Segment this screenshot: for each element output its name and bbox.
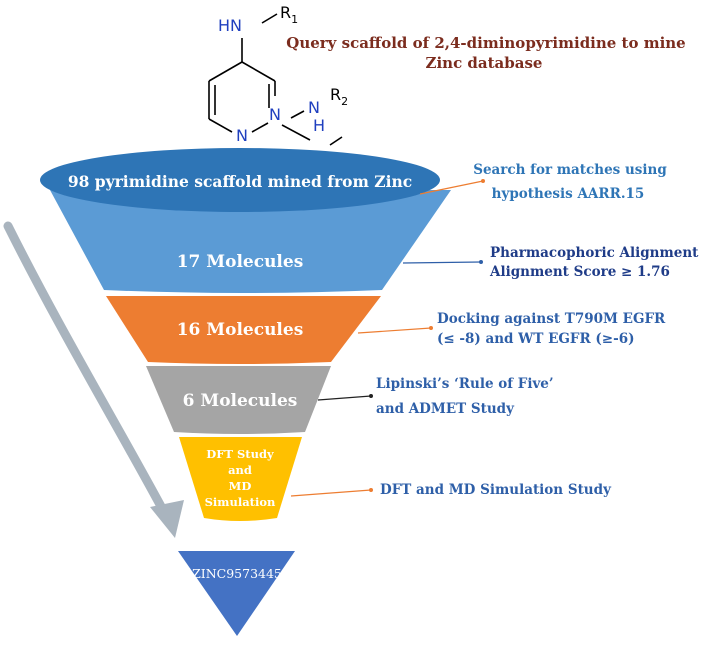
annotation-lipinski-line-1: Lipinski’s ‘Rule of Five’ xyxy=(376,376,554,392)
structure-bonds xyxy=(208,13,343,146)
stage-label-dft-line-1: DFT Study xyxy=(206,447,274,461)
funnel-stage-6-molecules xyxy=(146,366,331,434)
query-title: Query scaffold of 2,4-diminopyrimidine t… xyxy=(286,34,685,72)
r2-label: R2 xyxy=(330,85,348,108)
stage-label-98-scaffolds: 98 pyrimidine scaffold mined from Zinc xyxy=(68,172,412,191)
connector-dot-dft xyxy=(369,488,373,492)
funnel-stage-16-molecules xyxy=(106,296,381,364)
connector-dot-docking xyxy=(429,326,433,330)
connector-dot-lipinski xyxy=(369,394,373,398)
connector-dft xyxy=(290,489,372,497)
r1-letter: R xyxy=(280,3,291,22)
r1-index: 1 xyxy=(291,13,298,26)
result-label: ZINC9573445 xyxy=(192,566,282,581)
r1-label: R1 xyxy=(280,3,298,26)
query-title-line-1: Query scaffold of 2,4-diminopyrimidine t… xyxy=(286,34,685,52)
funnel: 98 pyrimidine scaffold mined from Zinc 1… xyxy=(40,148,451,636)
stage-label-6-molecules: 6 Molecules xyxy=(183,391,298,411)
stage-label-16-molecules: 16 Molecules xyxy=(177,320,304,340)
r2-index: 2 xyxy=(341,95,348,108)
annotation-docking-line-2: (≤ -8) and WT EGFR (≥-6) xyxy=(437,331,635,347)
connector-dot-search xyxy=(481,179,485,183)
stage-label-dft-line-3: MD xyxy=(229,479,252,493)
annotation-search-line-1: Search for matches using xyxy=(473,162,667,178)
amine-bottom-n-label: N xyxy=(308,98,320,117)
annotation-dft-line-1: DFT and MD Simulation Study xyxy=(380,482,612,498)
pyrimidine-structure: HN R1 N N N H R2 xyxy=(208,3,348,146)
annotation-lipinski-line-2: and ADMET Study xyxy=(376,401,515,417)
flow-arrow xyxy=(3,221,184,538)
annotation-search-line-2: hypothesis AARR.15 xyxy=(492,186,645,202)
connector-docking xyxy=(357,327,432,334)
query-title-line-2: Zinc database xyxy=(426,54,543,72)
connector-pharmacophore xyxy=(402,261,482,264)
funnel-stage-17-molecules xyxy=(50,190,451,293)
annotations: Search for matches using hypothesis AARR… xyxy=(376,162,699,498)
connector-dot-pharmacophore xyxy=(479,260,483,264)
connector-lipinski xyxy=(317,395,372,401)
r2-letter: R xyxy=(330,85,341,104)
funnel-stage-dft-md xyxy=(179,437,302,521)
connectors xyxy=(290,179,485,497)
flow-arrowhead xyxy=(150,500,184,538)
annotation-pharmacophore-line-1: Pharmacophoric Alignment xyxy=(490,245,699,261)
connector-search xyxy=(419,180,484,195)
ring-n2-label: N xyxy=(236,126,248,145)
annotation-pharmacophore-line-2: Alignment Score ≥ 1.76 xyxy=(489,264,670,280)
funnel-top-ellipse xyxy=(40,148,440,212)
amine-top-label: HN xyxy=(218,16,242,35)
annotation-docking-line-1: Docking against T790M EGFR xyxy=(437,311,666,327)
stage-label-dft-line-4: Simulation xyxy=(205,495,276,509)
result-triangle xyxy=(178,551,295,636)
stage-label-17-molecules: 17 Molecules xyxy=(177,252,304,272)
amine-bottom-h-label: H xyxy=(313,116,325,135)
stage-label-dft-line-2: and xyxy=(228,463,252,477)
ring-n1-label: N xyxy=(269,105,281,124)
